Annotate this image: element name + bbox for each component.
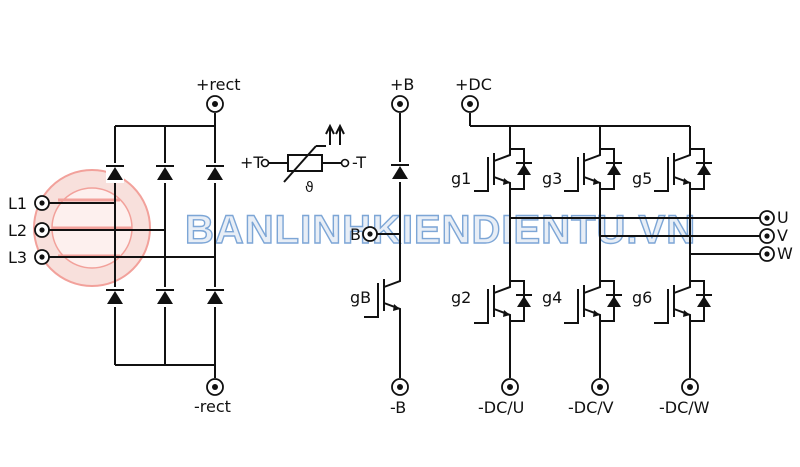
- brake-igbt: [364, 265, 402, 325]
- rectifier-diode-upper-1: [106, 163, 124, 183]
- rectifier-diode-upper-3: [206, 163, 224, 183]
- label-l3: L3: [8, 248, 27, 267]
- terminal-minus-dc-w: [681, 378, 699, 396]
- svg-text:ϑ: ϑ: [305, 180, 314, 196]
- brake-igbt-symbol: [364, 265, 402, 325]
- rectifier-diode-lower-1: [106, 287, 124, 307]
- terminal-l2: [34, 222, 50, 238]
- terminal-plus-b: [391, 95, 409, 113]
- brake-chopper: [377, 113, 401, 378]
- label-minus-b: -B: [390, 398, 406, 417]
- terminal-v: [759, 228, 775, 244]
- label-g5: g5: [632, 169, 652, 188]
- watermark-text: BANLINHKIENDIENTU.VN: [185, 208, 696, 252]
- label-w: W: [777, 244, 793, 263]
- brake-diode-symbol: [391, 162, 409, 182]
- igbt-lower-2: [564, 266, 622, 336]
- inverter-switches: [474, 134, 712, 336]
- terminal-b: [362, 226, 378, 242]
- label-plus-dc: +DC: [455, 75, 492, 94]
- terminal-plus-dc: [461, 95, 479, 113]
- terminal-minus-rect: [206, 378, 224, 396]
- label-l1: L1: [8, 194, 27, 213]
- rectifier-diode-upper-2: [156, 163, 174, 183]
- label-g1: g1: [451, 169, 471, 188]
- terminal-plus-rect: [206, 95, 224, 113]
- label-g6: g6: [632, 288, 652, 307]
- terminal-minus-dc-v: [591, 378, 609, 396]
- terminal-minus-dc-u: [501, 378, 519, 396]
- label-g4: g4: [542, 288, 562, 307]
- label-plus-t: +T: [240, 153, 263, 172]
- brake-diode: [391, 162, 409, 182]
- igbt-lower-3: [654, 266, 712, 336]
- rectifier-diode-lower-2: [156, 287, 174, 307]
- igbt-lower-1: [474, 266, 532, 336]
- label-minus-rect: -rect: [194, 397, 231, 416]
- watermark-logo: [33, 169, 151, 287]
- label-g2: g2: [451, 288, 471, 307]
- label-minus-dc-w: -DC/W: [659, 398, 710, 417]
- rectifier-inputs: [48, 202, 215, 258]
- label-u: U: [777, 208, 789, 227]
- rectifier-diodes: [106, 163, 224, 307]
- label-plus-rect: +rect: [196, 75, 241, 94]
- label-b: B: [350, 225, 361, 244]
- label-plus-b: +B: [390, 75, 414, 94]
- terminal-l3: [34, 249, 50, 265]
- terminal-l1: [34, 195, 50, 211]
- terminal-w: [759, 246, 775, 262]
- label-minus-t: -T: [352, 153, 366, 172]
- label-minus-dc-v: -DC/V: [568, 398, 614, 417]
- thermistor: ϑ: [260, 123, 350, 196]
- terminal-u: [759, 210, 775, 226]
- igbt-upper-1: [474, 134, 532, 204]
- label-g3: g3: [542, 169, 562, 188]
- igbt-upper-3: [654, 134, 712, 204]
- rectifier-diode-lower-3: [206, 287, 224, 307]
- terminal-minus-b: [391, 378, 409, 396]
- label-l2: L2: [8, 221, 27, 240]
- igbt-upper-2: [564, 134, 622, 204]
- label-gb: gB: [350, 288, 371, 307]
- label-v: V: [777, 226, 788, 245]
- label-minus-dc-u: -DC/U: [478, 398, 524, 417]
